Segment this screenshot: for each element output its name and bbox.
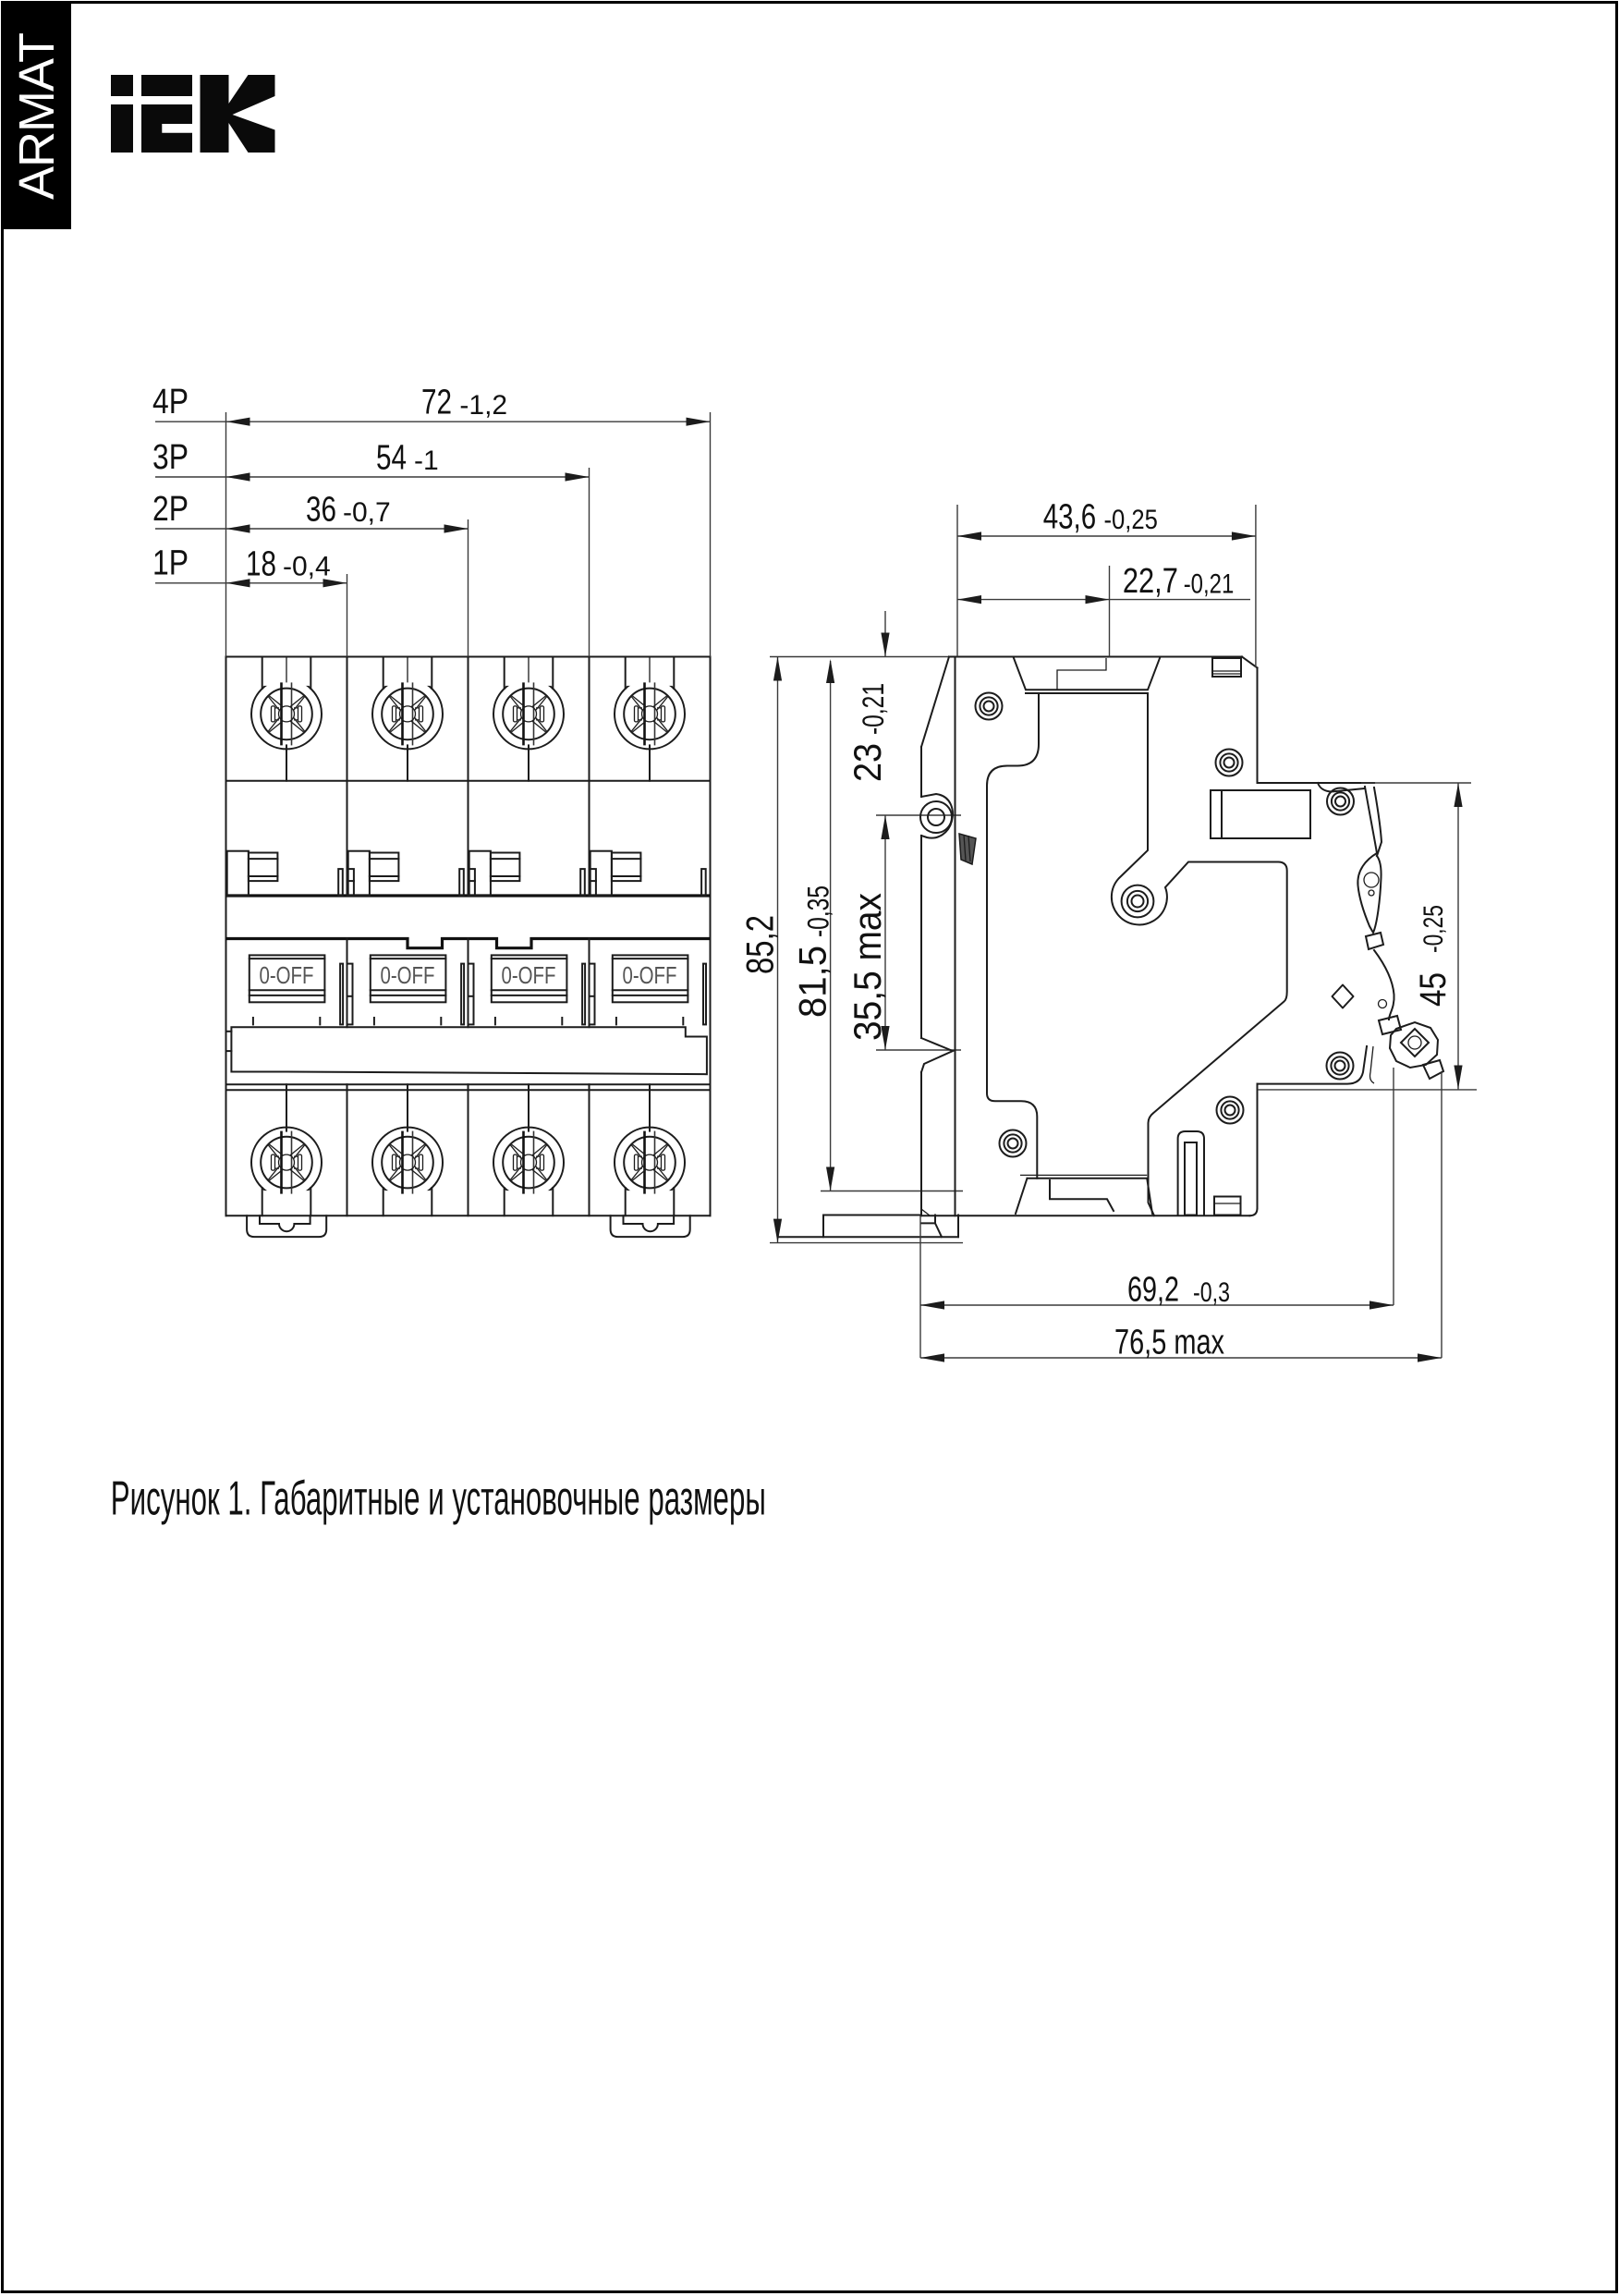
svg-text:4P: 4P <box>152 383 189 421</box>
svg-text:-0,4: -0,4 <box>283 552 331 582</box>
svg-text:3P: 3P <box>152 438 189 477</box>
svg-text:85,2: 85,2 <box>738 915 782 974</box>
svg-text:0-OFF: 0-OFF <box>502 961 556 989</box>
svg-text:72: 72 <box>421 384 452 422</box>
svg-text:0-OFF: 0-OFF <box>260 961 314 989</box>
svg-text:-0,25: -0,25 <box>1418 905 1449 953</box>
svg-text:36: 36 <box>306 491 336 530</box>
svg-text:-0,21: -0,21 <box>1184 569 1235 600</box>
svg-text:18: 18 <box>246 544 276 583</box>
svg-text:2P: 2P <box>152 490 189 529</box>
svg-text:76,5 max: 76,5 max <box>1114 1323 1224 1362</box>
svg-text:1P: 1P <box>152 544 189 583</box>
svg-text:22,7: 22,7 <box>1123 562 1178 601</box>
svg-text:-0,35: -0,35 <box>802 885 835 937</box>
svg-text:0-OFF: 0-OFF <box>623 961 677 989</box>
svg-text:54: 54 <box>376 439 407 478</box>
svg-text:45: 45 <box>1413 972 1454 1007</box>
svg-text:0-OFF: 0-OFF <box>381 961 435 989</box>
svg-text:-1,2: -1,2 <box>459 390 507 421</box>
svg-text:-0,7: -0,7 <box>343 497 391 528</box>
svg-text:35,5 max: 35,5 max <box>846 893 889 1041</box>
svg-text:23: 23 <box>846 743 889 782</box>
svg-text:69,2: 69,2 <box>1127 1271 1179 1310</box>
svg-text:-0,3: -0,3 <box>1193 1277 1230 1308</box>
svg-text:-0,25: -0,25 <box>1104 505 1158 535</box>
svg-text:-1: -1 <box>414 446 439 476</box>
svg-text:Рисунок 1. Габаритные и устано: Рисунок 1. Габаритные и установочные раз… <box>111 1472 766 1526</box>
svg-text:-0,21: -0,21 <box>857 683 890 735</box>
svg-text:43,6: 43,6 <box>1043 498 1097 537</box>
svg-text:81,5: 81,5 <box>791 946 834 1018</box>
